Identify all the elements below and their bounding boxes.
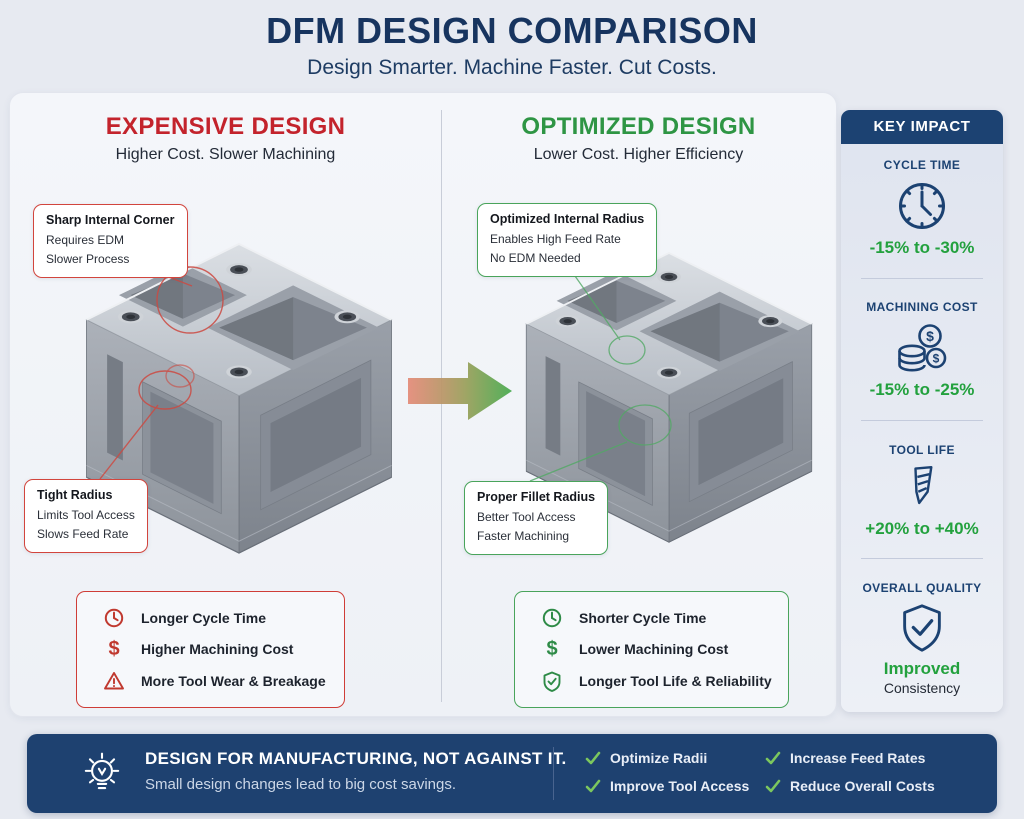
footer-divider <box>553 747 554 800</box>
check-icon <box>585 751 601 765</box>
section-divider <box>861 419 983 421</box>
coins-icon: $ $ <box>845 320 999 376</box>
optimized-summary-box: Shorter Cycle Time $ Lower Machining Cos… <box>514 591 789 708</box>
footer-subtitle: Small design changes lead to big cost sa… <box>145 776 457 793</box>
summary-row: Shorter Cycle Time <box>541 607 788 629</box>
callout-line: Faster Machining <box>477 528 570 543</box>
callout-title: Sharp Internal Corner <box>46 213 175 227</box>
callout-proper-fillet-radius: Proper Fillet Radius Better Tool Access … <box>464 481 609 556</box>
clock-icon <box>103 607 125 629</box>
check-icon <box>765 751 781 765</box>
summary-row: Longer Tool Life & Reliability <box>541 670 788 693</box>
section-title: OVERALL QUALITY <box>862 580 982 595</box>
lightbulb-icon <box>84 752 120 790</box>
summary-label: Shorter Cycle Time <box>579 609 707 626</box>
key-impact-section-machining-cost: MACHINING COST $ $ -15% to -25% <box>841 292 1003 406</box>
callout-title: Optimized Internal Radius <box>490 212 645 226</box>
check-icon <box>765 779 781 793</box>
transition-arrow-icon <box>408 362 512 420</box>
section-title: TOOL LIFE <box>889 442 955 457</box>
key-impact-section-tool-life: TOOL LIFE +20% to +40% <box>841 435 1003 545</box>
expensive-heading: EXPENSIVE DESIGN <box>105 113 346 140</box>
footer-check-label: Increase Feed Rates <box>790 750 926 766</box>
section-subvalue: Consistency <box>883 679 961 696</box>
footer-banner: DESIGN FOR MANUFACTURING, NOT AGAINST IT… <box>27 734 997 813</box>
section-title: MACHINING COST <box>866 300 978 315</box>
footer-title: DESIGN FOR MANUFACTURING, NOT AGAINST IT… <box>145 749 567 768</box>
column-divider <box>441 110 442 702</box>
section-value: -15% to -30% <box>869 238 975 257</box>
dollar-icon: $ <box>546 637 558 660</box>
footer-check-item: Reduce Overall Costs <box>765 778 935 794</box>
shield-check-icon <box>845 601 999 655</box>
key-impact-header: KEY IMPACT <box>841 110 1003 144</box>
summary-label: Higher Machining Cost <box>141 641 294 658</box>
section-title: CYCLE TIME <box>883 158 961 172</box>
callout-optimized-internal-radius: Optimized Internal Radius Enables High F… <box>477 203 658 278</box>
expensive-summary-box: Longer Cycle Time $ Higher Machining Cos… <box>76 591 345 708</box>
footer-check-item: Optimize Radii <box>585 750 707 766</box>
callout-title: Proper Fillet Radius <box>477 490 596 504</box>
endmill-icon <box>845 463 999 515</box>
section-divider <box>861 558 983 560</box>
callout-line: No EDM Needed <box>490 250 581 265</box>
warning-icon <box>103 670 125 692</box>
summary-row: More Tool Wear & Breakage <box>103 670 344 692</box>
callout-line: Requires EDM <box>46 233 125 247</box>
svg-text:$: $ <box>933 352 940 366</box>
callout-tight-radius: Tight Radius Limits Tool Access Slows Fe… <box>24 479 148 554</box>
callout-line: Limits Tool Access <box>37 508 135 522</box>
optimized-subheading: Lower Cost. Higher Efficiency <box>533 146 744 163</box>
callout-line: Slows Feed Rate <box>37 526 129 541</box>
summary-label: More Tool Wear & Breakage <box>141 673 326 690</box>
section-divider <box>861 277 983 279</box>
footer-check-item: Increase Feed Rates <box>765 750 925 766</box>
page-title: DFM DESIGN COMPARISON <box>266 10 758 51</box>
page-subtitle: Design Smarter. Machine Faster. Cut Cost… <box>307 56 717 79</box>
shield-check-icon <box>541 670 563 693</box>
dollar-icon: $ <box>108 637 120 660</box>
summary-label: Longer Tool Life & Reliability <box>579 673 772 690</box>
key-impact-section-cycle-time: CYCLE TIME -15% to -30% <box>841 150 1003 264</box>
key-impact-section-overall-quality: OVERALL QUALITY Improved Consistency <box>841 573 1003 702</box>
summary-row: Longer Cycle Time <box>103 607 344 629</box>
footer-check-label: Reduce Overall Costs <box>790 778 935 794</box>
callout-line: Enables High Feed Rate <box>490 232 621 246</box>
svg-text:$: $ <box>926 328 934 344</box>
key-impact-body: CYCLE TIME -15% to -30% MACHINING COST <box>841 144 1003 712</box>
callout-sharp-internal-corner: Sharp Internal Corner Requires EDM Slowe… <box>33 204 188 279</box>
clock-icon <box>845 178 999 234</box>
footer-check-label: Improve Tool Access <box>610 778 750 794</box>
footer-check-item: Improve Tool Access <box>585 778 749 794</box>
summary-label: Lower Machining Cost <box>579 641 729 658</box>
section-value: +20% to +40% <box>865 518 979 538</box>
callout-line: Slower Process <box>46 251 130 266</box>
section-value: Improved <box>883 658 961 678</box>
callout-title: Tight Radius <box>37 488 113 502</box>
footer-check-label: Optimize Radii <box>610 750 708 766</box>
callout-line: Better Tool Access <box>477 510 576 524</box>
summary-label: Longer Cycle Time <box>141 609 267 626</box>
optimized-heading: OPTIMIZED DESIGN <box>521 113 756 140</box>
clock-icon <box>541 607 563 629</box>
expensive-subheading: Higher Cost. Slower Machining <box>115 146 336 163</box>
section-value: -15% to -25% <box>869 380 975 400</box>
summary-row: $ Higher Machining Cost <box>103 638 344 660</box>
check-icon <box>585 779 601 793</box>
summary-row: $ Lower Machining Cost <box>541 638 788 660</box>
key-impact-panel: KEY IMPACT CYCLE TIME -15% to -30% MACHI… <box>841 110 1003 712</box>
